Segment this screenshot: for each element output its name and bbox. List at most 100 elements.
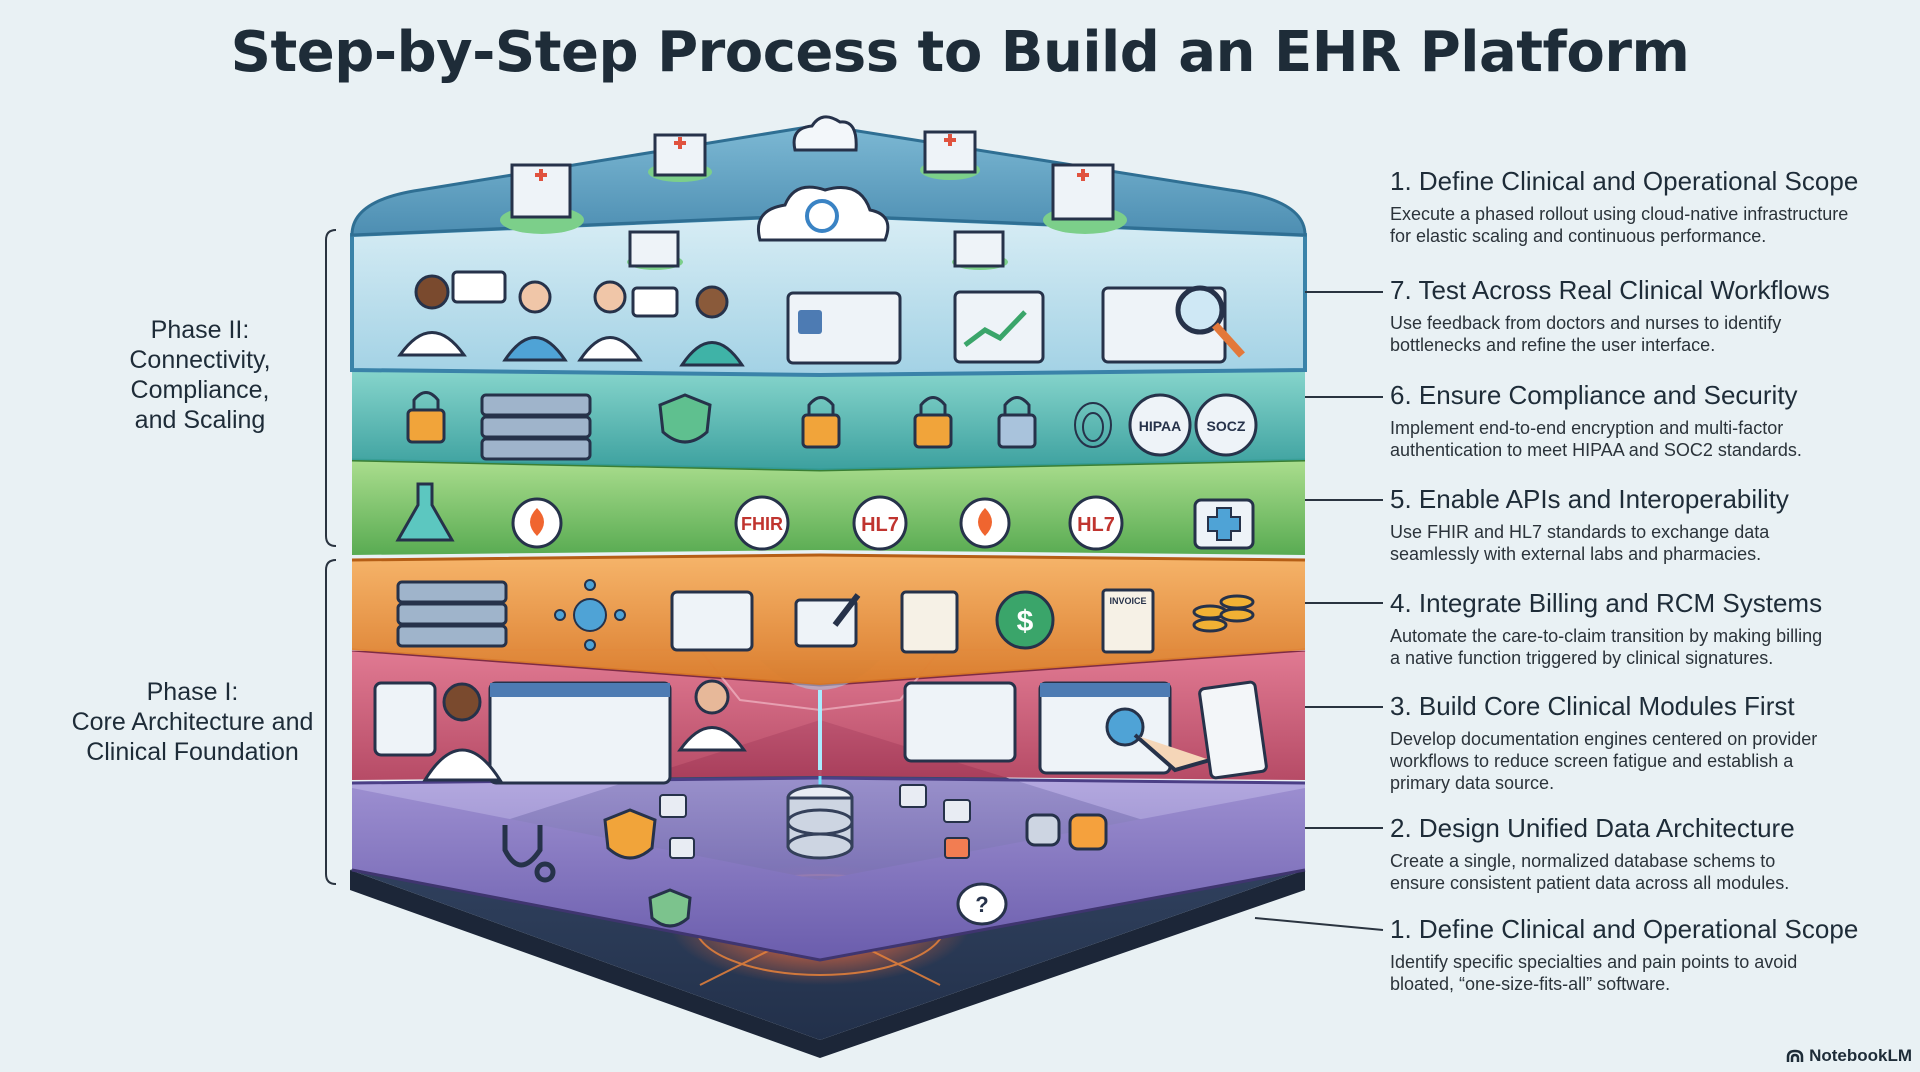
layer-apis-interoperability: FHIR HL7 HL7 [351, 458, 1306, 555]
doctor-icon [422, 679, 747, 782]
invoice-label: INVOICE [1109, 596, 1146, 606]
step-desc-line: Execute a phased rollout using cloud-nat… [1390, 204, 1849, 224]
layer-compliance-security: HIPAA SOCZ [351, 368, 1306, 470]
shield-check-icon [658, 393, 712, 444]
stethoscope-icon [502, 825, 556, 883]
step-desc-line: bloated, “one-size-fits-all” software. [1390, 974, 1671, 994]
notebooklm-brand: NotebookLM [1786, 1046, 1912, 1066]
step-7: 7. Test Across Real Clinical Workflows U… [1390, 275, 1910, 356]
step-desc-line: seamlessly with external labs and pharma… [1390, 544, 1762, 564]
step-description: Develop documentation engines centered o… [1390, 728, 1910, 794]
step-2: 2. Design Unified Data Architecture Crea… [1390, 813, 1910, 894]
phase-2-line-3: Compliance, [130, 376, 270, 404]
ehr-screen-icon [373, 681, 1172, 785]
image-icon [659, 784, 971, 859]
step-3: 3. Build Core Clinical Modules First Dev… [1390, 691, 1910, 794]
top-cloud-icon [792, 115, 858, 152]
signature-pen-icon [794, 593, 861, 648]
step-title: 7. Test Across Real Clinical Workflows [1390, 275, 1830, 305]
step-desc-line: workflows to reduce screen fatigue and e… [1390, 751, 1794, 771]
cloud-sync-icon [757, 185, 890, 242]
page-title: Step-by-Step Process to Build an EHR Pla… [230, 20, 1690, 85]
step-title: 1. Define Clinical and Operational Scope [1390, 914, 1859, 944]
hl7-label-1: HL7 [861, 514, 899, 536]
server-icon [396, 580, 508, 648]
step-description: Identify specific specialties and pain p… [1390, 951, 1910, 995]
form-screen-icon [670, 590, 754, 652]
fhir-badge: FHIR [734, 495, 790, 551]
step-title: 1. Define Clinical and Operational Scope [1390, 166, 1859, 196]
phase-1-line-3: Clinical Foundation [86, 738, 299, 766]
phase-2-label: Phase II: Connectivity, Compliance, and … [100, 315, 300, 435]
step-connectors [1254, 291, 1384, 931]
hospital-cross-icon [535, 134, 1089, 181]
layer-data-architecture [351, 770, 1306, 962]
phase-2-line-4: and Scaling [134, 406, 266, 434]
layer-clinical-workflows [350, 212, 1307, 378]
step-title: 5. Enable APIs and Interoperability [1390, 484, 1789, 514]
phase-1-line-2: Core Architecture and [71, 708, 314, 736]
layer-cloud-rollout [350, 115, 1307, 270]
layer-billing-rcm: $ INVOICE [351, 553, 1306, 685]
medical-kit-icon [1193, 498, 1255, 550]
receipt-icon [900, 590, 959, 654]
step-desc-line: authentication to meet HIPAA and SOC2 st… [1390, 440, 1802, 460]
step-5: 5. Enable APIs and Interoperability Use … [1390, 484, 1910, 565]
step-description: Use FHIR and HL7 standards to exchange d… [1390, 521, 1910, 565]
hl7-badge: HL7 HL7 [852, 495, 1124, 551]
hl7-label-2: HL7 [1077, 514, 1115, 536]
lab-flask-icon [395, 482, 455, 542]
shield-icon [603, 808, 657, 860]
step-desc-line: Create a single, normalized database sch… [1390, 851, 1776, 871]
notebooklm-logo-icon [1786, 1049, 1804, 1062]
database-stack-icon [1025, 813, 1108, 851]
phase-1-label: Phase I: Core Architecture and Clinical … [60, 677, 325, 767]
server-rack-icon [480, 393, 592, 461]
fhir-label: FHIR [741, 514, 783, 534]
dollar-label: $ [1017, 605, 1034, 638]
step-desc-line: Use FHIR and HL7 standards to exchange d… [1390, 522, 1770, 542]
step-title: 6. Ensure Compliance and Security [1390, 380, 1798, 410]
hipaa-badge: HIPAA [1128, 393, 1192, 457]
step-6: 6. Ensure Compliance and Security Implem… [1390, 380, 1910, 461]
database-icon [786, 784, 854, 860]
step-desc-line: Identify specific specialties and pain p… [1390, 952, 1798, 972]
fire-icon [511, 497, 1011, 549]
step-desc-line: ensure consistent patient data across al… [1390, 873, 1790, 893]
step-description: Create a single, normalized database sch… [1390, 850, 1910, 894]
step-desc-line: Develop documentation engines centered o… [1390, 729, 1818, 749]
brand-label: NotebookLM [1809, 1046, 1912, 1065]
help-bubble-icon: ? [956, 882, 1008, 926]
step-desc-line: Automate the care-to-claim transition by… [1390, 626, 1823, 646]
phase-2-line-2: Connectivity, [129, 346, 271, 374]
hipaa-label: HIPAA [1139, 418, 1182, 434]
svg-text:?: ? [975, 892, 988, 917]
clipboard-icon [1198, 680, 1268, 780]
analytics-chart-icon [953, 290, 1045, 364]
step-desc-line: primary data source. [1390, 773, 1555, 793]
step-title: 2. Design Unified Data Architecture [1390, 813, 1795, 843]
step-4: 4. Integrate Billing and RCM Systems Aut… [1390, 588, 1910, 669]
network-hub-icon [554, 579, 626, 651]
padlock-icon [406, 391, 1037, 449]
profile-screen-icon [786, 291, 902, 365]
step-desc-line: Implement end-to-end encryption and mult… [1390, 418, 1784, 438]
step-description: Implement end-to-end encryption and mult… [1390, 417, 1910, 461]
phase-2-line-1: Phase II: [150, 316, 250, 344]
step-1: 1. Define Clinical and Operational Scope… [1390, 914, 1910, 995]
soc2-label: SOCZ [1207, 418, 1246, 434]
clinician-icon [397, 274, 745, 367]
chat-bubble-icon [451, 270, 679, 318]
step-title: 4. Integrate Billing and RCM Systems [1390, 588, 1823, 618]
step-description: Execute a phased rollout using cloud-nat… [1390, 203, 1910, 247]
coins-icon [1192, 594, 1255, 633]
phase-1-line-1: Phase I: [146, 678, 239, 706]
step-desc-line: a native function triggered by clinical … [1390, 648, 1774, 668]
step-desc-line: Use feedback from doctors and nurses to … [1390, 313, 1782, 333]
magnifier-screen-icon [1101, 285, 1245, 364]
step-description: Use feedback from doctors and nurses to … [1390, 312, 1910, 356]
step-description: Automate the care-to-claim transition by… [1390, 625, 1910, 669]
invoice-icon: INVOICE [1101, 588, 1155, 654]
check-shield-icon [648, 888, 692, 928]
